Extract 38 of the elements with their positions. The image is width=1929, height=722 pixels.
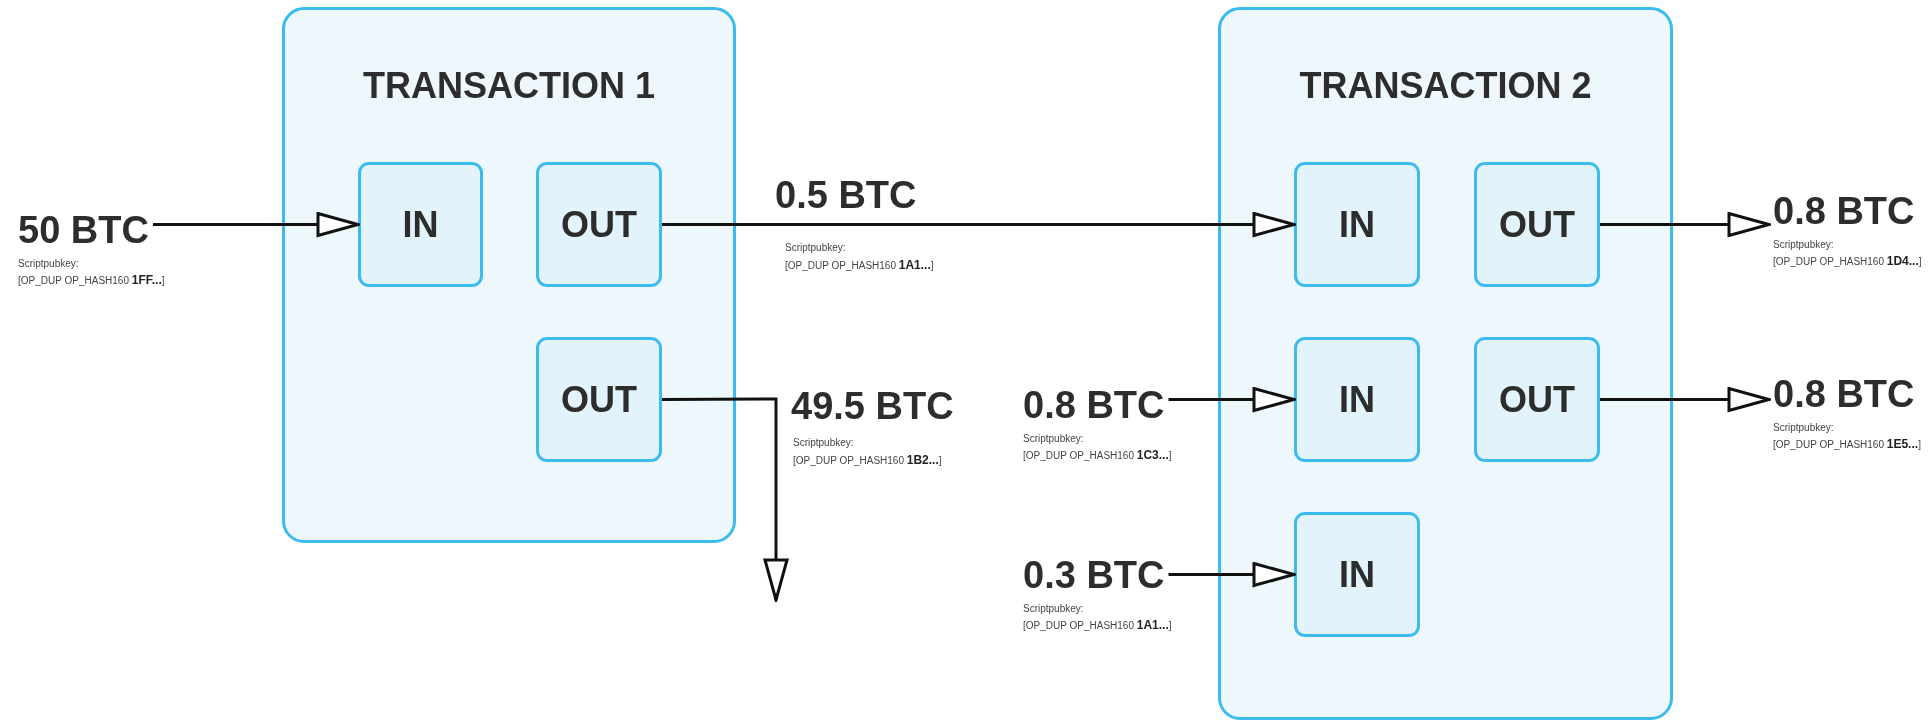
script-label: Scriptpubkey:: [1023, 433, 1084, 445]
input-box: IN: [1294, 337, 1420, 462]
box-title: TRANSACTION 2: [1298, 68, 1593, 104]
output-box: OUT: [536, 337, 662, 462]
script-label: [OP_DUP OP_HASH160 1D4...]: [1773, 254, 1922, 269]
amount-label: 0.8 BTC: [1773, 192, 1915, 230]
output-box: OUT: [536, 162, 662, 287]
amount-label: 0.3 BTC: [1023, 556, 1165, 594]
amount-label: 50 BTC: [18, 211, 149, 249]
script-label: Scriptpubkey:: [793, 437, 854, 449]
script-label: [OP_DUP OP_HASH160 1C3...]: [1023, 448, 1172, 463]
amount-label: 0.8 BTC: [1023, 386, 1165, 424]
input-box: IN: [358, 162, 483, 287]
script-label: [OP_DUP OP_HASH160 1FF...]: [18, 273, 165, 288]
arrow: [662, 397, 789, 602]
arrow: [1168, 387, 1296, 412]
box-title: TRANSACTION 1: [362, 68, 656, 104]
output-box: OUT: [1474, 162, 1600, 287]
arrow: [152, 212, 360, 237]
script-label: Scriptpubkey:: [18, 258, 79, 270]
script-label: Scriptpubkey:: [1773, 239, 1834, 251]
arrow: [1168, 562, 1296, 587]
transaction-box: [1218, 7, 1673, 720]
script-label: Scriptpubkey:: [1023, 603, 1084, 615]
transaction-box: [282, 7, 736, 543]
script-label: Scriptpubkey:: [785, 242, 846, 254]
input-box: IN: [1294, 162, 1420, 287]
script-label: Scriptpubkey:: [1773, 422, 1834, 434]
arrow: [1600, 387, 1771, 412]
script-label: [OP_DUP OP_HASH160 1B2...]: [793, 453, 942, 468]
output-box: OUT: [1474, 337, 1600, 462]
script-label: [OP_DUP OP_HASH160 1A1...]: [785, 258, 934, 273]
script-label: [OP_DUP OP_HASH160 1E5...]: [1773, 437, 1921, 452]
script-label: [OP_DUP OP_HASH160 1A1...]: [1023, 618, 1172, 633]
arrow: [1600, 212, 1771, 237]
input-box: IN: [1294, 512, 1420, 637]
amount-label: 0.8 BTC: [1773, 375, 1915, 413]
arrow: [662, 212, 1296, 237]
